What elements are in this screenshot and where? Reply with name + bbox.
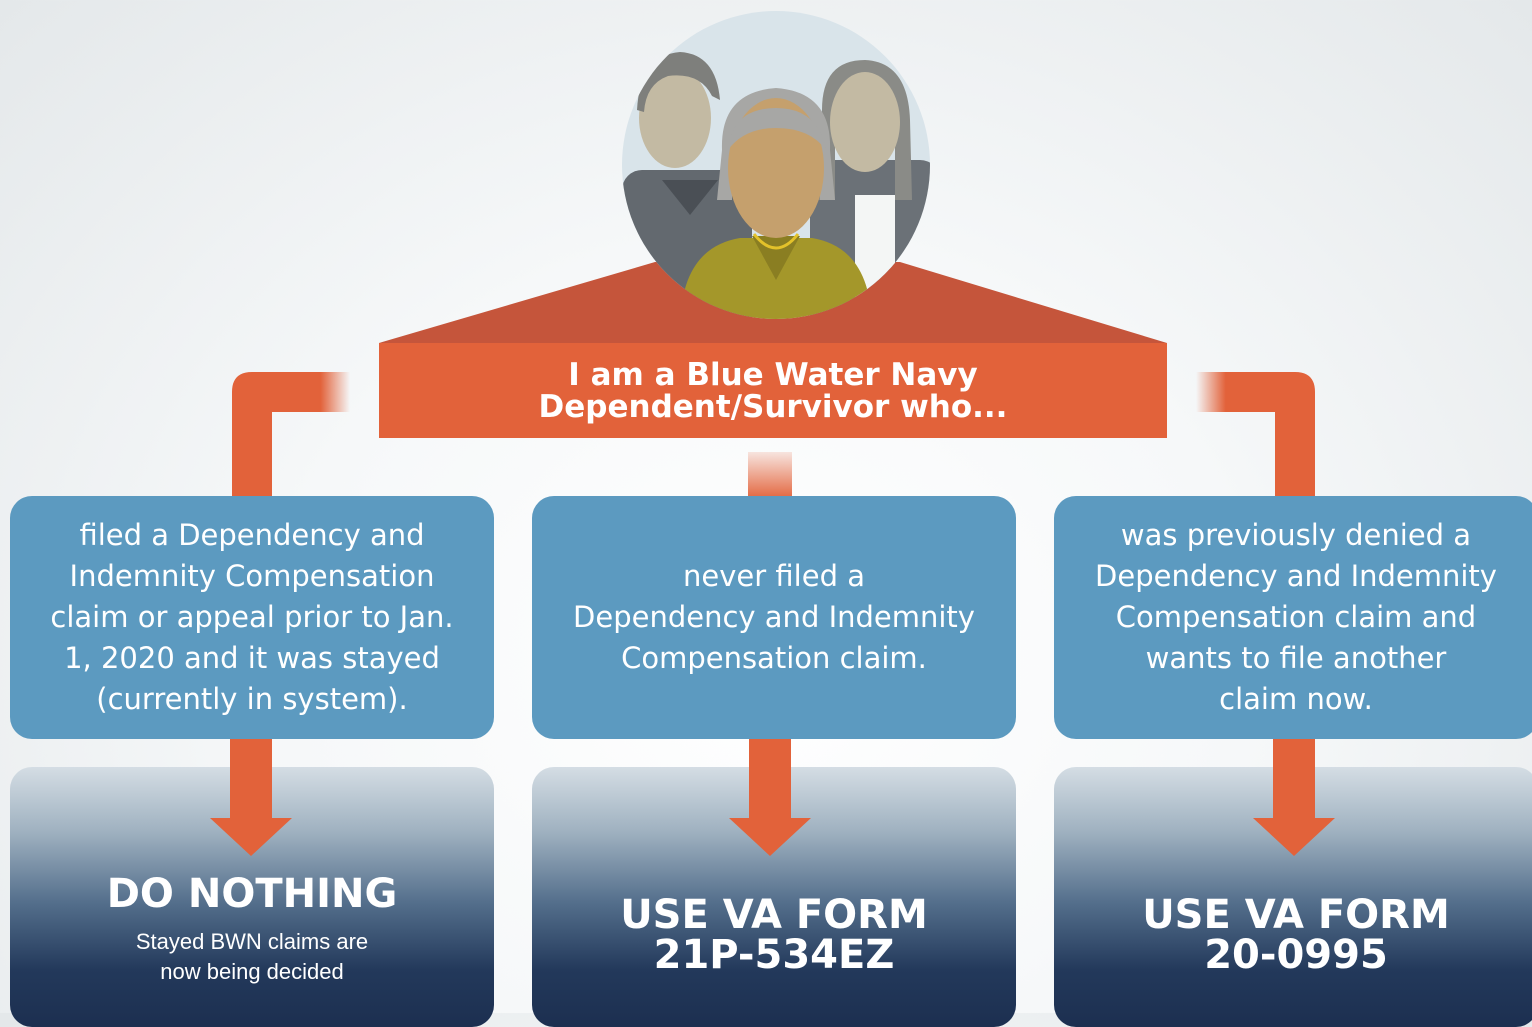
action-title-line-1: USE VA FORM [1142,892,1450,938]
action-box-form-21p-534ez: USE VA FORM 21P-534EZ [532,767,1016,1027]
situation-box-never-filed: never filed a Dependency and Indemnity C… [532,496,1016,739]
action-box-do-nothing: DO NOTHING Stayed BWN claims are now bei… [10,767,494,1027]
action-title-line-2: 20-0995 [1204,932,1388,978]
action-box-form-20-0995: USE VA FORM 20-0995 [1054,767,1532,1027]
banner-heading: I am a Blue Water Navy Dependent/Survivo… [379,343,1167,438]
situation-box-previously-denied: was previously denied a Dependency and I… [1054,496,1532,739]
action-title-line-1: USE VA FORM [620,892,928,938]
banner-line-1: I am a Blue Water Navy [568,356,978,393]
people-icon [622,11,930,319]
situation-text: filed a Dependency and Indemnity Compens… [50,518,454,716]
connector-center [748,452,792,500]
situation-text: never filed a Dependency and Indemnity C… [573,559,975,675]
action-title: DO NOTHING [106,871,398,917]
banner-line-2: Dependent/Survivor who... [538,388,1008,425]
situation-box-stayed-claim: filed a Dependency and Indemnity Compens… [10,496,494,739]
situation-text: was previously denied a Dependency and I… [1095,518,1497,716]
connector-right [1196,372,1315,500]
connector-left [232,372,350,500]
action-title-line-2: 21P-534EZ [653,932,895,978]
action-subtitle: Stayed BWN claims are now being decided [135,929,369,984]
banner-box [379,343,1167,438]
